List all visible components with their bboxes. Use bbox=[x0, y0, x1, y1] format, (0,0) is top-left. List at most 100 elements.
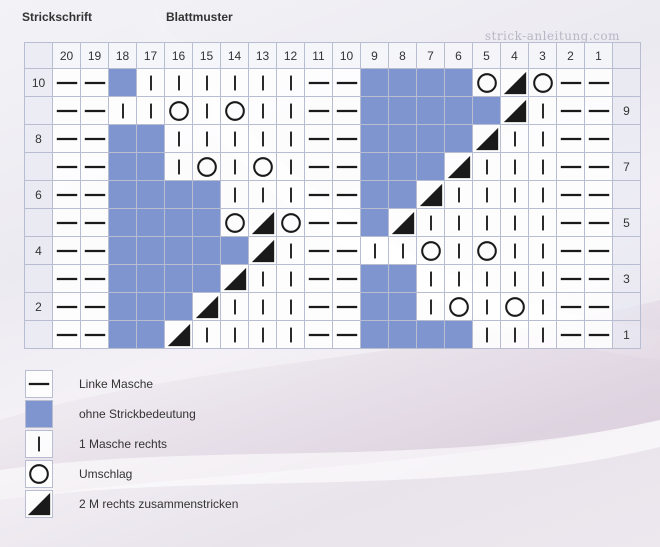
stitch-cell-yarn-over bbox=[444, 292, 473, 321]
stitch-cell-knit bbox=[248, 320, 277, 349]
stitch-cell-knit bbox=[444, 180, 473, 209]
stitch-cell-purl bbox=[584, 124, 613, 153]
stitch-cell-no-stitch bbox=[108, 124, 137, 153]
purl-stitch-icon bbox=[308, 165, 329, 168]
k2tog-icon bbox=[391, 211, 414, 234]
stitch-cell-no-stitch bbox=[388, 68, 417, 97]
yarn-over-icon bbox=[532, 72, 553, 93]
column-number: 6 bbox=[444, 42, 473, 69]
stitch-cell-knit bbox=[500, 124, 529, 153]
knit-stitch-icon bbox=[289, 75, 292, 90]
chart-row: 9 bbox=[24, 96, 641, 125]
stitch-cell-purl bbox=[304, 124, 333, 153]
knit-stitch-icon bbox=[401, 243, 404, 258]
stitch-cell-purl bbox=[584, 292, 613, 321]
stitch-cell-no-stitch bbox=[444, 68, 473, 97]
k2tog-icon bbox=[419, 183, 442, 206]
stitch-cell-no-stitch bbox=[416, 152, 445, 181]
chart-row: 1 bbox=[24, 320, 641, 349]
stitch-cell-no-stitch bbox=[192, 180, 221, 209]
stitch-cell-no-stitch bbox=[416, 96, 445, 125]
purl-stitch-icon bbox=[308, 249, 329, 252]
knit-stitch-icon bbox=[261, 103, 264, 118]
stitch-cell-purl bbox=[556, 96, 585, 125]
stitch-cell-knit bbox=[472, 180, 501, 209]
stitch-cell-knit bbox=[500, 264, 529, 293]
purl-stitch-icon bbox=[308, 109, 329, 112]
chart-row: 7 bbox=[24, 152, 641, 181]
purl-stitch-icon bbox=[56, 277, 77, 280]
stitch-cell-knit bbox=[472, 320, 501, 349]
chart-row: 4 bbox=[24, 236, 641, 265]
stitch-cell-purl bbox=[556, 320, 585, 349]
stitch-cell-no-stitch bbox=[416, 68, 445, 97]
row-number-left bbox=[24, 320, 53, 349]
stitch-cell-knit bbox=[192, 96, 221, 125]
k2tog-icon bbox=[503, 71, 526, 94]
stitch-cell-no-stitch bbox=[136, 292, 165, 321]
purl-stitch-icon bbox=[84, 305, 105, 308]
stitch-cell-no-stitch bbox=[108, 264, 137, 293]
stitch-cell-knit bbox=[192, 68, 221, 97]
column-number: 14 bbox=[220, 42, 249, 69]
knit-stitch-icon bbox=[513, 187, 516, 202]
yarn-over-icon bbox=[504, 296, 525, 317]
knit-stitch-icon bbox=[205, 103, 208, 118]
knit-stitch-icon bbox=[233, 75, 236, 90]
purl-stitch-icon bbox=[336, 305, 357, 308]
purl-stitch-icon bbox=[588, 333, 609, 336]
yarn-over-icon bbox=[448, 296, 469, 317]
knit-stitch-icon bbox=[513, 159, 516, 174]
purl-stitch-icon bbox=[588, 277, 609, 280]
stitch-cell-knit bbox=[528, 264, 557, 293]
stitch-cell-knit bbox=[528, 208, 557, 237]
knit-stitch-icon bbox=[457, 215, 460, 230]
stitch-cell-no-stitch bbox=[136, 124, 165, 153]
purl-stitch-icon bbox=[84, 333, 105, 336]
knit-stitch-icon bbox=[485, 327, 488, 342]
stitch-cell-no-stitch bbox=[360, 68, 389, 97]
purl-stitch-icon bbox=[56, 193, 77, 196]
purl-stitch-icon bbox=[336, 221, 357, 224]
knit-stitch-icon bbox=[261, 271, 264, 286]
knit-stitch-icon bbox=[289, 159, 292, 174]
knit-stitch-icon bbox=[485, 187, 488, 202]
stitch-cell-yarn-over bbox=[472, 236, 501, 265]
row-number-right bbox=[612, 292, 641, 321]
stitch-cell-yarn-over bbox=[220, 96, 249, 125]
purl-stitch-icon bbox=[588, 249, 609, 252]
stitch-cell-purl bbox=[304, 236, 333, 265]
purl-stitch-icon bbox=[560, 137, 581, 140]
column-number: 18 bbox=[108, 42, 137, 69]
purl-stitch-icon bbox=[336, 193, 357, 196]
stitch-cell-no-stitch bbox=[164, 236, 193, 265]
purl-stitch-icon bbox=[308, 277, 329, 280]
knit-stitch-icon bbox=[541, 243, 544, 258]
stitch-cell-purl bbox=[332, 208, 361, 237]
stitch-cell-knit bbox=[500, 320, 529, 349]
row-number-left bbox=[24, 208, 53, 237]
stitch-cell-knit bbox=[500, 236, 529, 265]
stitch-cell-knit bbox=[388, 236, 417, 265]
knit-stitch-icon bbox=[457, 243, 460, 258]
purl-stitch-icon bbox=[56, 249, 77, 252]
stitch-cell-no-stitch bbox=[360, 320, 389, 349]
yarn-over-icon bbox=[280, 212, 301, 233]
knit-stitch-icon bbox=[485, 159, 488, 174]
yarn-over-icon bbox=[196, 156, 217, 177]
yarn-over-icon bbox=[168, 100, 189, 121]
stitch-cell-no-stitch bbox=[192, 208, 221, 237]
purl-stitch-icon bbox=[560, 165, 581, 168]
column-number: 16 bbox=[164, 42, 193, 69]
stitch-cell-knit bbox=[444, 264, 473, 293]
knit-stitch-icon bbox=[457, 271, 460, 286]
row-number-left bbox=[24, 152, 53, 181]
stitch-cell-knit bbox=[528, 96, 557, 125]
knit-stitch-icon bbox=[513, 327, 516, 342]
stitch-cell-no-stitch bbox=[136, 264, 165, 293]
stitch-cell-purl bbox=[332, 264, 361, 293]
knit-stitch-icon bbox=[429, 271, 432, 286]
stitch-cell-no-stitch bbox=[136, 152, 165, 181]
stitch-cell-k2tog bbox=[388, 208, 417, 237]
row-number-left bbox=[24, 264, 53, 293]
